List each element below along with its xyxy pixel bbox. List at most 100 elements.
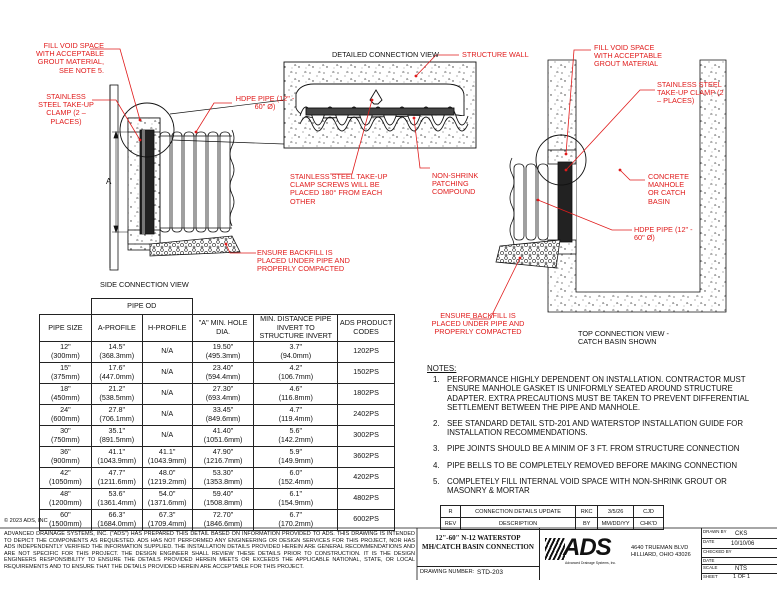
cell-text: N/A bbox=[161, 367, 174, 377]
rev-header-date: MM/DD/YY bbox=[597, 517, 635, 530]
scale: NTS bbox=[735, 566, 747, 572]
cell-text: (149.9mm) bbox=[278, 455, 314, 465]
cell-text: (300mm) bbox=[51, 350, 80, 360]
header-pipe-size: PIPE SIZE bbox=[39, 314, 92, 342]
cell-text: 41.1" bbox=[108, 447, 126, 456]
copyright: © 2023 ADS, INC bbox=[4, 518, 48, 524]
min-distance-cell: 6.1"(154.9mm) bbox=[253, 487, 339, 510]
cell-text: N/A bbox=[161, 409, 174, 419]
cell-text: (1200mm) bbox=[49, 497, 82, 507]
revision-row: R CONNECTION DETAILS UPDATE RKC 3/5/26 C… bbox=[440, 505, 664, 518]
cell-text: (119.4mm) bbox=[278, 413, 313, 423]
table-row: 36"(900mm)41.1"(1043.9mm)41.1"(1043.9mm)… bbox=[39, 445, 395, 468]
h-profile-cell: 48.0"(1219.2mm) bbox=[141, 466, 193, 489]
hole-dia-cell: 72.70"(1846.6mm) bbox=[191, 508, 255, 531]
cell-text: (495.3mm) bbox=[205, 350, 241, 360]
drawing-title: 12"-60" N-12 WATERSTOP MH/CATCH BASIN CO… bbox=[419, 534, 537, 552]
min-distance-cell: 5.6"(142.2mm) bbox=[253, 424, 339, 447]
disclaimer: ADVANCED DRAINAGE SYSTEMS, INC. ("ADS") … bbox=[4, 531, 415, 570]
cell-text: 3602PS bbox=[353, 451, 379, 461]
note-text: PIPE JOINTS SHOULD BE A MINIM OF 3 FT. F… bbox=[447, 444, 740, 454]
note-number: 3. bbox=[433, 444, 440, 454]
pipe-size-cell: 42"(1050mm) bbox=[39, 466, 92, 489]
cell-text: (94.0mm) bbox=[280, 350, 312, 360]
revision-table: R CONNECTION DETAILS UPDATE RKC 3/5/26 C… bbox=[440, 505, 664, 530]
a-profile-cell: 47.7"(1211.6mm) bbox=[90, 466, 143, 489]
cell-text: 36" bbox=[60, 447, 71, 456]
pipe-size-cell: 24"(600mm) bbox=[39, 403, 92, 426]
cell-text: 24" bbox=[60, 405, 71, 414]
cell-text: 23.40" bbox=[212, 363, 234, 372]
top-view-drawing bbox=[495, 59, 727, 313]
h-profile-cell: N/A bbox=[141, 340, 193, 363]
cell-text: (1353.8mm) bbox=[203, 476, 243, 486]
product-code-cell: 2402PS bbox=[337, 403, 395, 426]
cell-text: 4202PS bbox=[353, 472, 379, 482]
cell-text: (154.9mm) bbox=[278, 497, 314, 507]
a-profile-cell: 35.1"(891.5mm) bbox=[90, 424, 143, 447]
cell-text: (1361.4mm) bbox=[97, 497, 137, 507]
ads-logo: ADS Advanced Drainage Systems, Inc. bbox=[545, 534, 625, 568]
cell-text: N/A bbox=[161, 388, 174, 398]
note-text: PERFORMANCE HIGHLY DEPENDENT ON INSTALLA… bbox=[447, 375, 749, 412]
cell-text: 17.6" bbox=[108, 363, 126, 372]
cell-text: 21.2" bbox=[108, 384, 126, 393]
min-distance-cell: 4.6"(116.8mm) bbox=[253, 382, 339, 405]
cell-text: (693.4mm) bbox=[205, 392, 241, 402]
cell-text: 6002PS bbox=[353, 514, 379, 524]
cell-text: (170.2mm) bbox=[278, 518, 314, 528]
sheet: 1 OF 1 bbox=[733, 574, 751, 580]
cell-text: 1502PS bbox=[353, 367, 379, 377]
a-profile-cell: 41.1"(1043.9mm) bbox=[90, 445, 143, 468]
top-clamp-label: STAINLESS STEEL TAKE-UP CLAMP (2 – PLACE… bbox=[657, 80, 724, 106]
product-code-cell: 1502PS bbox=[337, 361, 395, 384]
cell-text: 3.7" bbox=[289, 342, 303, 351]
header-min-distance: MIN. DISTANCE PIPE INVERT TO STRUCTURE I… bbox=[253, 314, 339, 342]
note-number: 4. bbox=[433, 460, 440, 470]
min-distance-cell: 3.7"(94.0mm) bbox=[253, 340, 339, 363]
cell-text: (152.4mm) bbox=[278, 476, 314, 486]
title-line2: MH/CATCH BASIN CONNECTION bbox=[422, 543, 534, 551]
top-backfill-label: ENSURE BACKFILL IS PLACED UNDER PIPE AND… bbox=[431, 311, 525, 337]
cell-text: (594.4mm) bbox=[205, 371, 241, 381]
nonshrink-label: NON-SHRINK PATCHING COMPOUND bbox=[432, 171, 479, 197]
cell-text: 2402PS bbox=[353, 409, 379, 419]
note-item: 1. PERFORMANCE HIGHLY DEPENDENT ON INSTAL… bbox=[427, 375, 762, 412]
product-code-cell: 1802PS bbox=[337, 382, 395, 405]
cell-text: 48" bbox=[60, 489, 71, 498]
cell-text: 48.0" bbox=[158, 468, 176, 477]
hole-dia-cell: 53.30"(1353.8mm) bbox=[191, 466, 255, 489]
pipe-od-table: PIPE OD PIPE SIZE A-PROFILE H-PROFILE "A… bbox=[39, 298, 395, 531]
note-number: 1. bbox=[433, 375, 440, 385]
address-line2: HILLIARD, OHIO 43026 bbox=[631, 552, 691, 558]
cell-text: 15" bbox=[60, 363, 71, 372]
cell-text: 53.6" bbox=[108, 489, 126, 498]
a-profile-cell: 53.6"(1361.4mm) bbox=[90, 487, 143, 510]
cell-text: (891.5mm) bbox=[99, 434, 135, 444]
header-a-profile: A-PROFILE bbox=[90, 314, 143, 342]
header-product-codes: ADS PRODUCT CODES bbox=[337, 314, 395, 342]
cell-text: (1508.8mm) bbox=[203, 497, 243, 507]
cell-text: 67.3" bbox=[158, 510, 176, 519]
note-item: 5.COMPLETELY FILL INTERNAL VOID SPACE WI… bbox=[427, 477, 762, 495]
cell-text: 6.0" bbox=[289, 468, 303, 477]
cell-text: 27.30" bbox=[212, 384, 234, 393]
rev-checked: CJD bbox=[633, 505, 664, 518]
hole-dia-cell: 41.40"(1051.6mm) bbox=[191, 424, 255, 447]
cell-text: (849.6mm) bbox=[205, 413, 241, 423]
hole-dia-cell: 27.30"(693.4mm) bbox=[191, 382, 255, 405]
h-profile-cell: N/A bbox=[141, 403, 193, 426]
cell-text: 47.7" bbox=[108, 468, 126, 477]
h-profile-cell: N/A bbox=[141, 382, 193, 405]
product-code-cell: 4802PS bbox=[337, 487, 395, 510]
a-profile-cell: 17.6"(447.0mm) bbox=[90, 361, 143, 384]
cell-text: (1043.9mm) bbox=[97, 455, 137, 465]
cell-text: 41.40" bbox=[212, 426, 234, 435]
hole-dia-cell: 33.45"(849.6mm) bbox=[191, 403, 255, 426]
cell-text: 54.0" bbox=[158, 489, 176, 498]
cell-text: (706.1mm) bbox=[99, 413, 135, 423]
